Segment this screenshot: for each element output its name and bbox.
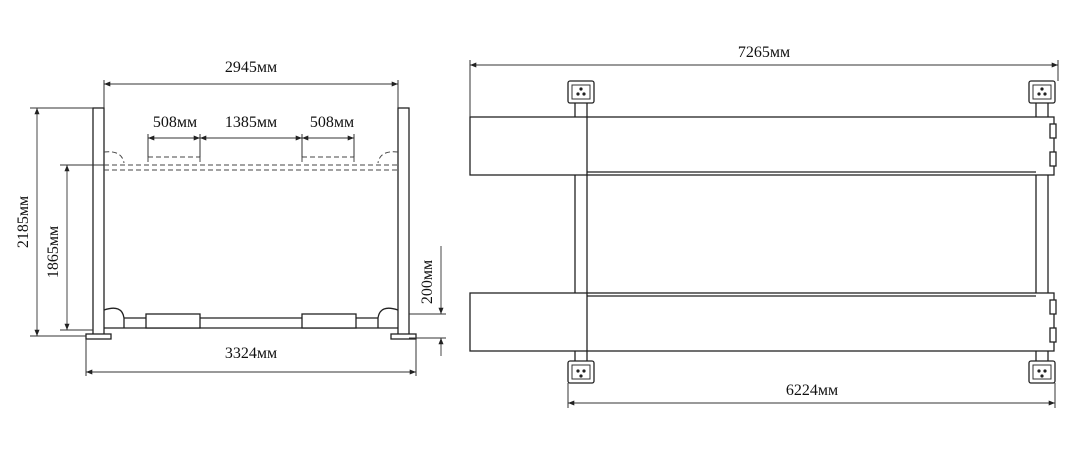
dim-total-length: 7265мм — [469, 44, 1059, 117]
total-length-label: 7265мм — [738, 44, 790, 61]
center-gap-label: 1385мм — [225, 114, 277, 131]
dim-top-width: 2945мм — [103, 59, 399, 108]
post-top-left — [567, 80, 595, 104]
bottom-width-label: 3324мм — [225, 345, 277, 362]
left-base-plate — [85, 333, 112, 340]
right-column — [397, 107, 410, 339]
post-bottom-left — [567, 360, 595, 384]
left-column — [92, 107, 105, 339]
post-top-right — [1028, 80, 1056, 104]
dim-total-height: 2185мм — [15, 107, 93, 337]
front-view: 2945мм 508мм 1385мм 508мм 3324мм — [15, 59, 446, 376]
column-spacing-label: 6224мм — [786, 382, 838, 399]
top-view: 7265мм 6224мм — [469, 44, 1059, 408]
dim-tracks: 508мм 1385мм 508мм — [147, 114, 355, 157]
runway-bottom — [469, 292, 1057, 352]
raised-platform-outline — [103, 151, 399, 171]
lift-height-label: 1865мм — [45, 226, 62, 278]
left-track-label: 508мм — [153, 114, 197, 131]
dim-bottom-width: 3324мм — [85, 339, 417, 376]
dim-lift-height: 1865мм — [45, 164, 104, 331]
dim-platform-height: 200мм — [409, 246, 446, 356]
right-runway-section — [301, 313, 357, 329]
dim-column-spacing: 6224мм — [567, 382, 1056, 408]
runway-top — [469, 116, 1057, 176]
right-base-plate — [390, 333, 417, 340]
top-width-label: 2945мм — [225, 59, 277, 76]
post-bottom-right — [1028, 360, 1056, 384]
total-height-label: 2185мм — [15, 196, 32, 248]
right-track-label: 508мм — [310, 114, 354, 131]
left-runway-section — [145, 313, 201, 329]
lowered-platform — [103, 307, 399, 329]
platform-height-label: 200мм — [419, 260, 436, 304]
